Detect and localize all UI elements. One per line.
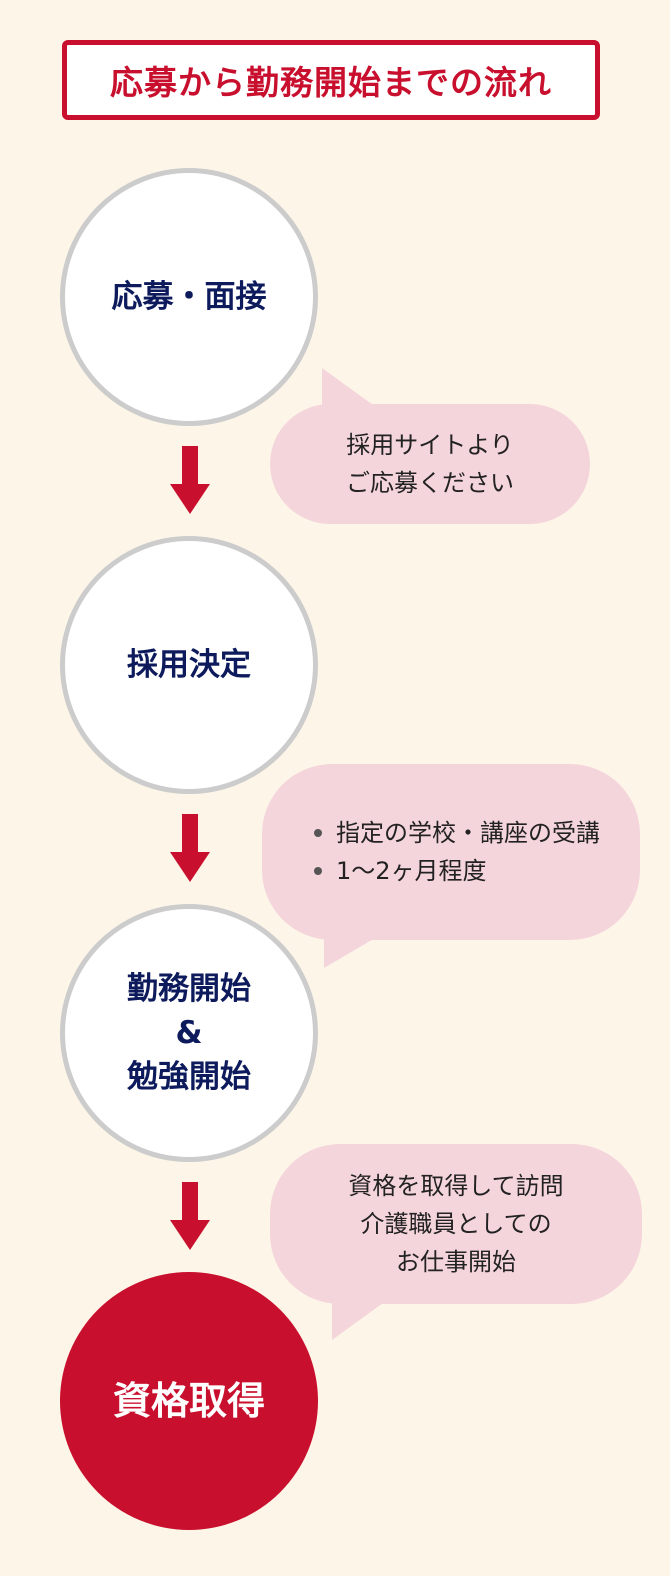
step-circle-apply: 応募・面接 <box>60 168 318 426</box>
bubble-list: 指定の学校・講座の受講 1〜2ヶ月程度 <box>308 814 606 890</box>
bubble-text-line: 採用サイトより <box>346 431 514 459</box>
bubble-text-line: 介護職員としての <box>360 1210 552 1238</box>
bubble-tail <box>324 934 382 968</box>
down-arrow-icon <box>170 446 210 514</box>
step-label: 資格取得 <box>112 1379 265 1423</box>
step-circle-hired: 採用決定 <box>60 536 318 794</box>
bubble-text-line: お仕事開始 <box>396 1248 516 1276</box>
bubble-text-line: 資格を取得して訪問 <box>348 1172 564 1200</box>
note-bubble-training: 指定の学校・講座の受講 1〜2ヶ月程度 <box>262 764 640 968</box>
step-circle-start-work: 勤務開始 & 勉強開始 <box>60 904 318 1162</box>
bubble-list-item: 指定の学校・講座の受講 <box>308 814 606 852</box>
step-label: 採用決定 <box>127 647 251 683</box>
flow-title-box: 応募から勤務開始までの流れ <box>62 40 600 120</box>
bubble-tail <box>332 1298 390 1340</box>
note-bubble-apply: 採用サイトより ご応募ください <box>270 368 590 524</box>
bubble-list-item: 1〜2ヶ月程度 <box>308 852 606 890</box>
note-bubble-qualified: 資格を取得して訪問 介護職員としての お仕事開始 <box>270 1144 642 1342</box>
flow-title: 応募から勤務開始までの流れ <box>110 63 552 102</box>
step-label: & <box>175 1015 203 1051</box>
step-circle-certified: 資格取得 <box>60 1272 318 1530</box>
down-arrow-icon <box>170 814 210 882</box>
step-label: 勉強開始 <box>127 1059 251 1095</box>
bubble-text-line: ご応募ください <box>346 469 514 497</box>
bubble-tail <box>322 368 380 410</box>
step-label: 勤務開始 <box>127 971 251 1007</box>
down-arrow-icon <box>170 1182 210 1250</box>
step-label: 応募・面接 <box>111 279 267 315</box>
